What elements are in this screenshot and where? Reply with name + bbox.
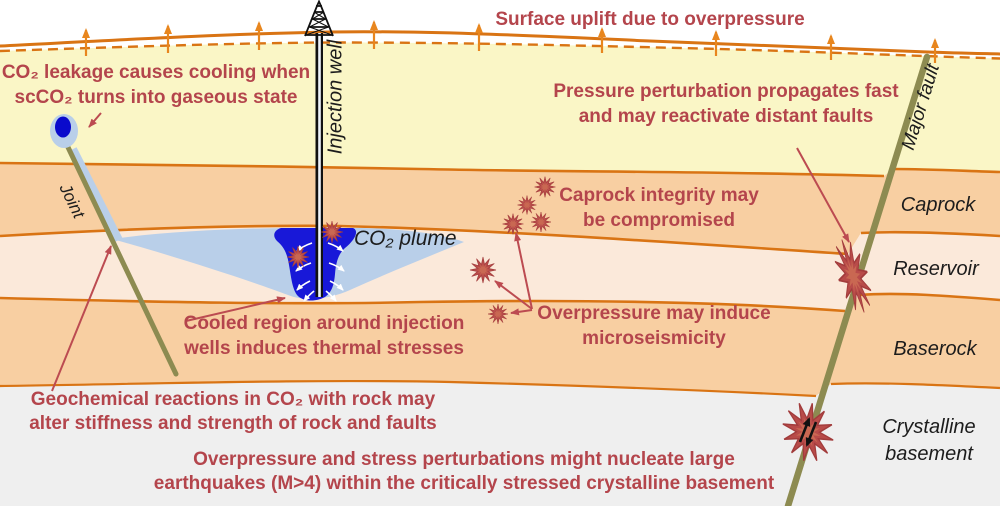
annotation-nucleate-earthquakes: Overpressure and stress perturbations mi…: [154, 448, 774, 496]
leaked-co2-blob: [50, 114, 78, 148]
caprock-layer: [0, 163, 1000, 254]
annotation-line: Surface uplift due to overpressure: [495, 9, 805, 30]
annotation-surface-uplift: Surface uplift due to overpressure: [495, 7, 804, 32]
annotation-line: Cooled region around injection: [183, 313, 465, 334]
reservoir-label: Reservoir: [893, 258, 979, 280]
co2-plume-lens: [112, 228, 464, 299]
co2-plume-label: CO₂ plume: [354, 227, 457, 250]
annotation-overpressure-microseismicity: Overpressure may induce microseismicity: [537, 301, 770, 351]
annotation-line: Pressure perturbation propagates fast: [553, 81, 899, 102]
annotation-line: Geochemical reactions in CO₂ with rock m…: [30, 389, 436, 410]
uplift-arrow-icon: [82, 20, 939, 63]
caprock-label: Caprock: [900, 194, 976, 216]
annotation-line: Overpressure may induce: [537, 303, 771, 324]
label-line: basement: [885, 443, 973, 465]
pre-uplift-surface-line: [0, 41, 1000, 60]
annotation-line: alter stiffness and strength of rock and…: [29, 413, 437, 434]
annotation-line: scCO₂ turns into gaseous state: [14, 87, 298, 108]
label-line: Crystalline: [882, 416, 976, 438]
annotation-line: be compromised: [582, 210, 736, 231]
crystalline-basement-label: Crystalline basement: [882, 414, 975, 468]
crystalline-basement-layer: [0, 381, 1000, 506]
injection-well-bore: [315, 33, 323, 297]
annotation-line: Caprock integrity may: [559, 185, 759, 206]
layer-fills: [0, 42, 1000, 506]
annotation-arrow-icon: [51, 112, 850, 392]
joint-line: [63, 140, 179, 377]
co2-light-plume: [69, 147, 464, 299]
annotation-pressure-perturbation: Pressure perturbation propagates fast an…: [553, 79, 898, 129]
annotation-geochemical: Geochemical reactions in CO₂ with rock m…: [29, 388, 437, 436]
baserock-label: Baserock: [893, 338, 977, 360]
annotation-cooled-region: Cooled region around injection wells ind…: [184, 311, 465, 361]
earthquake-icon: [773, 394, 843, 470]
ground-surface-line: [0, 30, 1000, 56]
annotation-line: and may reactivate distant faults: [578, 106, 874, 127]
flow-arrow-icon: [295, 242, 345, 302]
shallow-layer: [0, 42, 1000, 176]
drill-derrick-icon: [304, 0, 334, 37]
annotation-line: microseismicity: [582, 328, 726, 349]
annotation-line: CO₂ leakage causes cooling when: [1, 62, 311, 83]
leakage-channel: [69, 147, 123, 242]
injection-well-label: Injection well: [324, 39, 347, 155]
annotation-co2-leakage: CO₂ leakage causes cooling when scCO₂ tu…: [2, 60, 310, 110]
annotation-line: Overpressure and stress perturbations mi…: [193, 449, 735, 470]
annotation-caprock-integrity: Caprock integrity may be compromised: [559, 183, 759, 233]
annotation-line: wells induces thermal stresses: [184, 338, 464, 359]
annotation-line: earthquakes (M>4) within the critically …: [153, 473, 775, 494]
baserock-layer: [0, 293, 1000, 396]
